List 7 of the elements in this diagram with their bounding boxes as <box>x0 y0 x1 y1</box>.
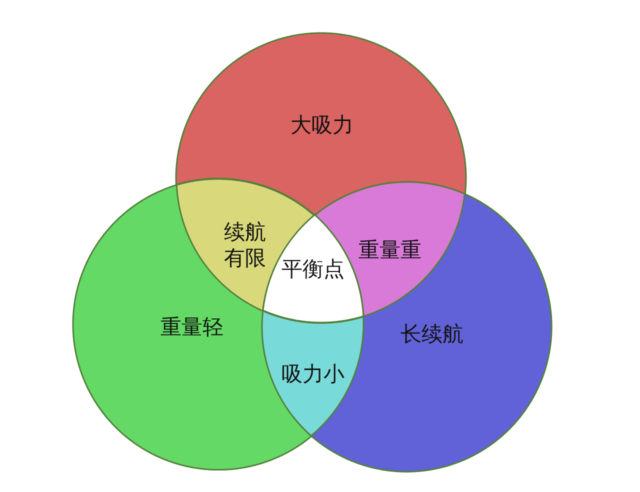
region-label: 重量轻 <box>160 314 224 340</box>
region-label: 大吸力 <box>290 112 354 138</box>
region-label: 续航有限 <box>223 218 266 272</box>
region-label: 吸力小 <box>282 360 344 388</box>
region-label: 平衡点 <box>281 256 344 282</box>
region-label: 长续航 <box>400 320 464 348</box>
region-label: 重量重 <box>358 236 422 264</box>
